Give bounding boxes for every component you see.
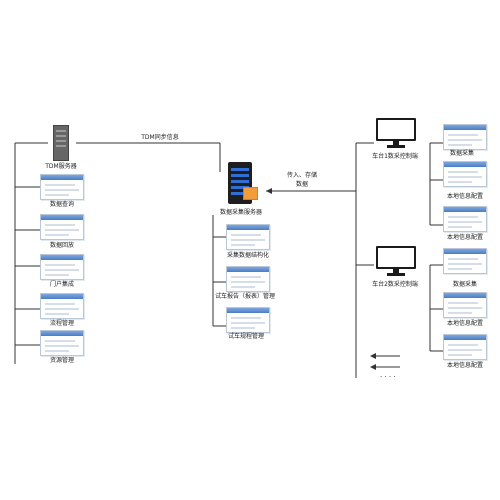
group1-label: 车台1数采控制端 [372, 153, 418, 160]
tdm-server-label: TDM服务器 [45, 163, 77, 170]
group2-label: 车台2数采控制端 [372, 281, 418, 288]
left-item-screen-1 [40, 174, 84, 200]
more-groups-ellipsis: · · · · [380, 373, 396, 381]
group1-screen-0 [443, 124, 487, 150]
left-item-label-3: 门户集成 [49, 281, 75, 288]
group2-screen-2 [443, 292, 487, 318]
sync-label: TDM同步信息 [141, 134, 179, 141]
left-item-label-5: 资源管理 [49, 357, 75, 364]
group1-screen-2 [443, 206, 487, 232]
group1-item-label-3: 本地信息配置 [446, 234, 484, 241]
left-item-label-4: 流程管理 [49, 320, 75, 327]
left-item-label-1: 数据查询 [49, 201, 75, 208]
left-item-screen-5 [40, 330, 84, 356]
database-server-icon [228, 162, 258, 204]
group1-item-label-2: 本地信息配置 [446, 193, 484, 200]
transfer-label-line2: 数据 [295, 181, 309, 188]
center-item-label-1: 采集数据结构化 [226, 252, 270, 259]
transfer-arrowhead [266, 188, 272, 194]
transfer-label-line1: 传入、存储 [286, 172, 318, 179]
group2-item-label-2: 本地信息配置 [446, 320, 484, 327]
monitor-icon [376, 246, 416, 276]
more-arrow-2 [370, 364, 376, 370]
group1-screen-1 [443, 161, 487, 187]
group1-item-label-1: 数据采集 [449, 150, 475, 157]
monitor-icon [376, 118, 416, 148]
center-item-screen-1 [226, 224, 270, 250]
left-item-screen-2 [40, 214, 84, 240]
left-item-screen-3 [40, 254, 84, 280]
tower-server-icon [53, 125, 69, 161]
left-item-label-2: 数据回放 [49, 242, 75, 249]
left-item-screen-4 [40, 293, 84, 319]
center-item-screen-2 [226, 266, 270, 292]
group2-screen-1 [443, 248, 487, 274]
center-item-label-3: 试车规程管理 [227, 333, 265, 340]
group2-item-label-3: 本地信息配置 [446, 362, 484, 369]
database-badge-icon [243, 187, 258, 200]
more-arrow-1 [370, 353, 376, 359]
center-server-label: 数据采集服务器 [219, 209, 263, 216]
group2-screen-3 [443, 334, 487, 360]
center-item-screen-3 [226, 307, 270, 333]
center-item-label-2: 试车报告（报表）管理 [214, 293, 276, 300]
group2-item-label-1: 数据采集 [452, 281, 478, 288]
